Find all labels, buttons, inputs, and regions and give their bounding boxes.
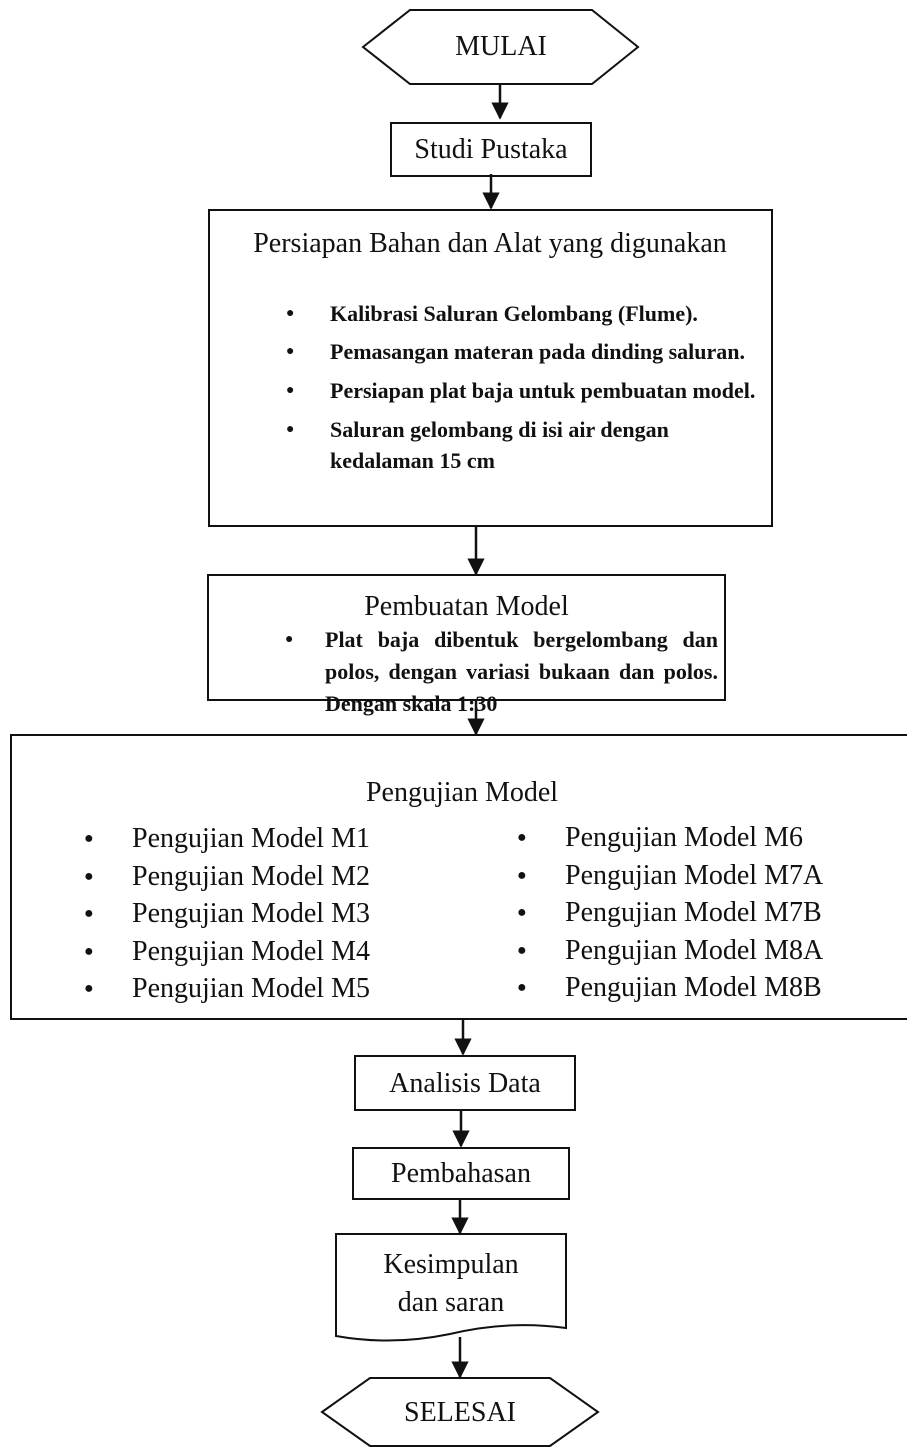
pengujian-item: Pengujian Model M7A — [517, 857, 823, 895]
pembuatan-model-box: Pembuatan Model Plat baja dibentuk berge… — [207, 574, 726, 716]
pengujian-item: Pengujian Model M5 — [84, 970, 370, 1008]
pembahasan-box: Pembahasan — [352, 1147, 570, 1200]
persiapan-list: Kalibrasi Saluran Gelombang (Flume). Pem… — [286, 298, 766, 476]
kesimpulan-title: Kesimpulan dan saran — [383, 1249, 519, 1318]
persiapan-title: Persiapan Bahan dan Alat yang digunakan — [253, 228, 727, 259]
pengujian-item: Pengujian Model M3 — [84, 895, 370, 933]
persiapan-item: Saluran gelombang di isi air dengan keda… — [286, 414, 766, 476]
pengujian-right-list: Pengujian Model M6 Pengujian Model M7A P… — [517, 819, 823, 1007]
pembahasan-title: Pembahasan — [391, 1158, 531, 1189]
pembuatan-model-title: Pembuatan Model — [364, 591, 569, 622]
analisis-data-box: Analisis Data — [354, 1055, 576, 1111]
pengujian-item: Pengujian Model M8A — [517, 932, 823, 970]
analisis-data-title: Analisis Data — [389, 1068, 541, 1099]
persiapan-box: Persiapan Bahan dan Alat yang digunakan … — [208, 209, 773, 527]
pengujian-left-list: Pengujian Model M1 Pengujian Model M2 Pe… — [84, 820, 370, 1008]
persiapan-item: Persiapan plat baja untuk pembuatan mode… — [286, 375, 766, 406]
pengujian-item: Pengujian Model M7B — [517, 894, 823, 932]
start-label: MULAI — [455, 31, 547, 62]
persiapan-item: Pemasangan materan pada dinding saluran. — [286, 336, 766, 367]
studi-pustaka-title: Studi Pustaka — [414, 134, 568, 165]
conclusion-document-shape — [335, 1233, 567, 1342]
start-terminator-shape — [361, 9, 640, 85]
pembuatan-model-list: Plat baja dibentuk bergelombang dan polo… — [285, 624, 718, 720]
end-label: SELESAI — [404, 1397, 516, 1428]
pengujian-model-box: Pengujian Model Pengujian Model M1 Pengu… — [10, 734, 907, 1020]
pembuatan-model-item: Plat baja dibentuk bergelombang dan polo… — [285, 624, 718, 720]
pengujian-model-title: Pengujian Model — [365, 777, 559, 808]
studi-pustaka-box: Studi Pustaka — [390, 122, 592, 177]
pengujian-item: Pengujian Model M2 — [84, 858, 370, 896]
pengujian-item: Pengujian Model M8B — [517, 969, 823, 1007]
pengujian-item: Pengujian Model M4 — [84, 933, 370, 971]
pengujian-item: Pengujian Model M6 — [517, 819, 823, 857]
pengujian-item: Pengujian Model M1 — [84, 820, 370, 858]
persiapan-item: Kalibrasi Saluran Gelombang (Flume). — [286, 298, 766, 329]
end-terminator-shape — [320, 1377, 600, 1447]
